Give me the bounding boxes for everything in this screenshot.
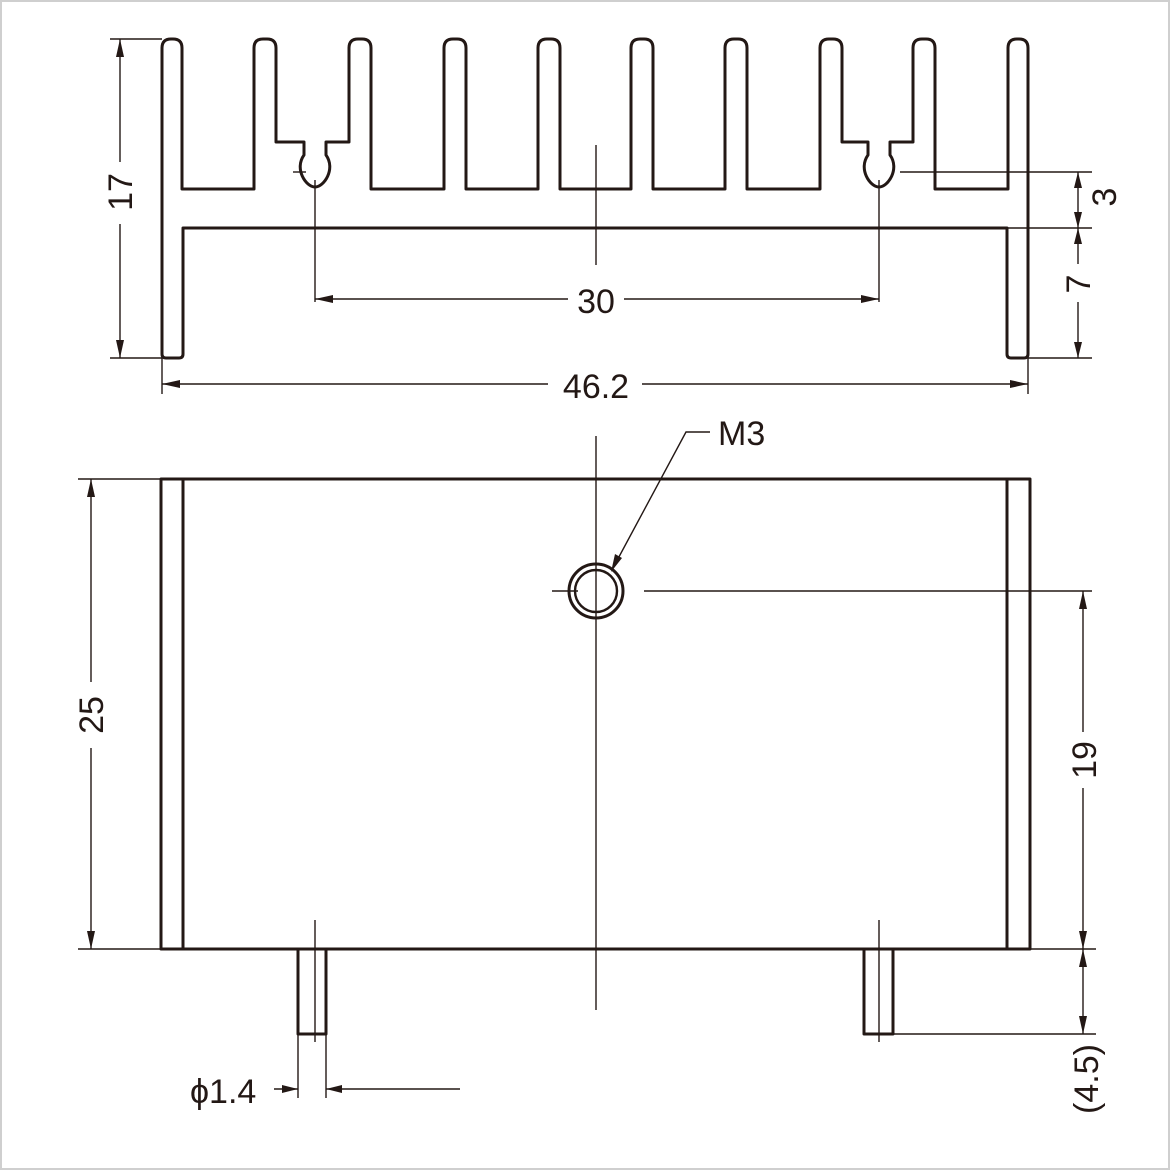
dim-7-label: 7	[1060, 275, 1098, 294]
dim-phi-arrow-left	[282, 1085, 298, 1093]
dim-30-arrow-right	[861, 295, 879, 303]
dim-3-arrow-bottom	[1074, 212, 1082, 228]
thread-leader-arrow	[611, 554, 622, 572]
front-view: M3 25 19 (4.5) ϕ1.4	[73, 415, 1106, 1114]
dim-17-arrow-top	[116, 39, 124, 57]
dim-19-arrow-top	[1079, 591, 1087, 609]
dim-7-arrow-bottom	[1074, 342, 1082, 358]
top-view: 17 3 7 30 46.2	[102, 37, 1124, 406]
dim-pin-arrow-top	[1079, 949, 1087, 967]
dim-phi-arrow-right	[326, 1085, 342, 1093]
dim-46-label: 46.2	[563, 368, 629, 406]
dim-17-label: 17	[102, 173, 140, 211]
dim-pin-length-label: (4.5)	[1068, 1044, 1106, 1114]
dim-25-arrow-top	[87, 479, 95, 497]
dim-19-label: 19	[1066, 741, 1104, 779]
dim-30-label: 30	[577, 283, 615, 321]
dim-25-label: 25	[73, 696, 111, 734]
thread-leader-line	[612, 431, 710, 569]
dim-3-label: 3	[1086, 188, 1124, 207]
dim-7-arrow-top	[1074, 228, 1082, 244]
dim-19-arrow-bottom	[1079, 931, 1087, 949]
dim-30-arrow-left	[315, 295, 333, 303]
dim-3-arrow-top	[1074, 172, 1082, 188]
dim-pin-arrow-bottom	[1079, 1016, 1087, 1034]
heatsink-profile-outline	[160, 37, 1030, 360]
dim-46-arrow-right	[1010, 380, 1028, 388]
dim-17-arrow-bottom	[116, 340, 124, 358]
dim-phi-label: ϕ1.4	[190, 1073, 256, 1111]
thread-label: M3	[718, 415, 765, 453]
dim-46-arrow-left	[162, 380, 180, 388]
dim-25-arrow-bottom	[87, 931, 95, 949]
pin-left	[296, 947, 328, 1036]
